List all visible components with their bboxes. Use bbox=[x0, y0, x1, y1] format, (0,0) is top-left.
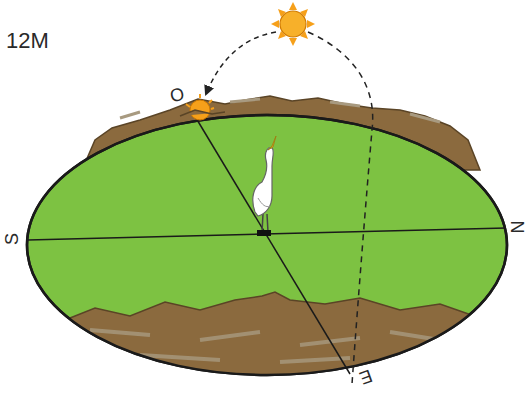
horizon-outline bbox=[27, 115, 507, 375]
time-label: 12M bbox=[6, 30, 49, 52]
cardinal-point: O bbox=[168, 85, 185, 106]
south-north-line bbox=[28, 228, 506, 240]
sun-path-west bbox=[206, 32, 276, 94]
cardinal-point: N bbox=[508, 221, 526, 234]
cardinal-point: E bbox=[357, 366, 374, 387]
front-mountains bbox=[0, 292, 520, 396]
noon-sun bbox=[271, 2, 315, 46]
sun-path-east bbox=[308, 32, 373, 384]
setting-sun bbox=[186, 94, 214, 120]
west-east-line bbox=[196, 118, 350, 374]
cardinal-point: S bbox=[3, 233, 21, 245]
mountain-front-edge bbox=[180, 110, 225, 116]
heron bbox=[253, 136, 276, 236]
front-mountains-group bbox=[0, 292, 520, 396]
